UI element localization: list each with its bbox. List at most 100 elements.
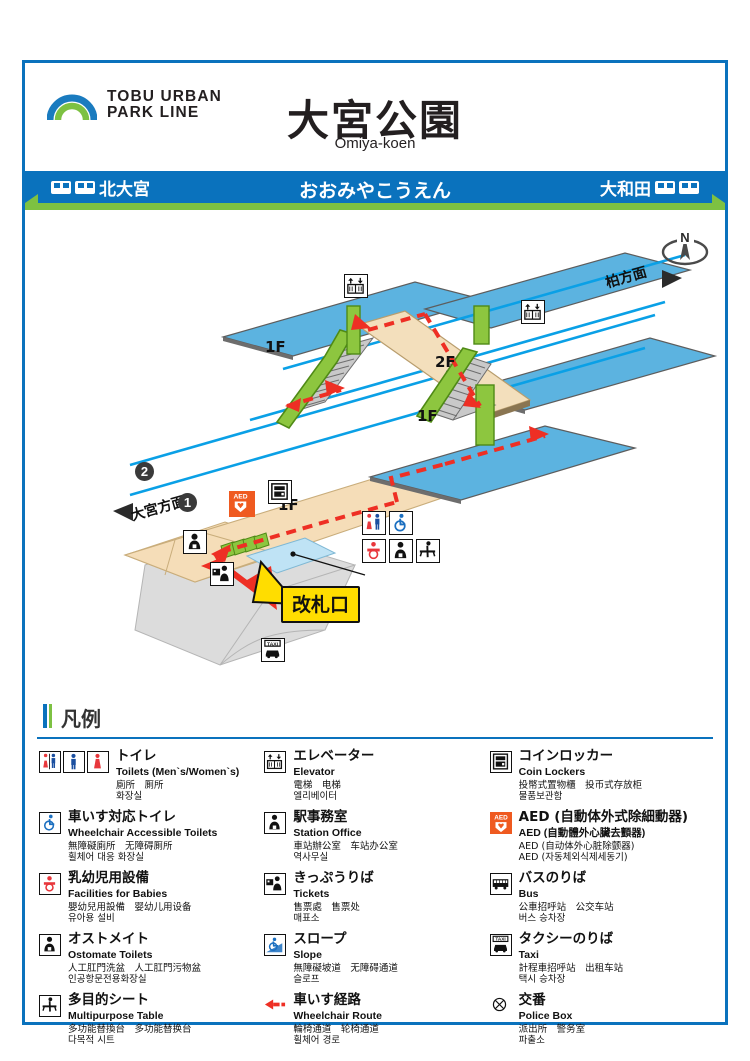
legend-kr: 슬로프 [293, 973, 320, 985]
legend-text: 乳幼児用設備 Facilities for Babies 嬰幼兒用設備 婴幼儿用… [68, 870, 192, 924]
legend-jp: 車いす対応トイレ [68, 809, 176, 825]
train-icon [679, 181, 699, 194]
legend-kr: 파출소 [518, 1034, 545, 1046]
svg-text:AED: AED [233, 494, 247, 501]
legend-icons [39, 932, 61, 956]
legend-jp: コインロッカー [518, 748, 614, 764]
legend-text: 交番 Police Box 派出所 警务室 파출소 [518, 992, 586, 1046]
legend-icons [264, 749, 287, 773]
map-illustration: N [113, 230, 718, 666]
legend-icons: TAXI [489, 932, 512, 956]
legend-item-wheelchair-toilet: 車いす対応トイレ Wheelchair Accessible Toilets 無… [39, 809, 260, 864]
platform-number-2: 2 [135, 462, 154, 481]
legend-cn: 廁所 厠所 [116, 779, 164, 791]
legend-item-baby-facilities: 乳幼児用設備 Facilities for Babies 嬰幼兒用設備 婴幼儿用… [39, 870, 260, 925]
logo-wordmark: TOBU URBAN PARK LINE [107, 88, 222, 122]
green-accent-line [25, 194, 725, 210]
svg-text:TAXI: TAXI [267, 641, 279, 647]
legend-item-bus: バスのりば Bus 公車招呼站 公交车站 버스 승차장 [489, 870, 711, 925]
legend-text: トイレ Toilets (Men`s/Women`s) 廁所 厠所 화장실 [116, 748, 240, 802]
legend-cn: 車站辦公室 车站办公室 [293, 840, 398, 852]
toilets-women-icon [87, 751, 109, 773]
legend-en: Facilities for Babies [68, 887, 168, 900]
legend-text: エレベーター Elevator 電梯 电梯 엘리베이터 [293, 748, 374, 802]
legend-en: Ostomate Toilets [68, 948, 153, 961]
legend-icons [264, 871, 287, 895]
legend-text: 車いす対応トイレ Wheelchair Accessible Toilets 無… [68, 809, 217, 863]
legend-kr: 다목적 시트 [68, 1034, 115, 1046]
legend-icons [489, 871, 512, 895]
legend-text: コインロッカー Coin Lockers 投幣式置物櫃 投币式存放柜 물품보관함 [518, 748, 643, 802]
legend-kr: 휠체어 경로 [293, 1034, 341, 1046]
legend-icons [39, 871, 61, 895]
multipurpose-table-icon [39, 995, 61, 1017]
legend-title: 凡例 [61, 707, 101, 731]
legend-kr: 물품보관함 [518, 790, 563, 802]
ticket-gate-label: 改札口 [281, 586, 361, 623]
legend-cn: 無障礙廁所 无障碍厠所 [68, 840, 173, 852]
legend-item-elevator: エレベーター Elevator 電梯 电梯 엘리베이터 [264, 748, 485, 803]
legend-grid: トイレ Toilets (Men`s/Women`s) 廁所 厠所 화장실 [25, 739, 725, 1053]
legend-kr: 택시 승차장 [518, 973, 566, 985]
legend-text: オストメイト Ostomate Toilets 人工肛門洗盆 人工肛門污物盆 인… [68, 931, 202, 985]
legend-cn: AED (自动体外心脏除颤器) [518, 840, 635, 852]
legend-en: Taxi [518, 948, 539, 961]
wheelchair-route-arrow-icon [264, 995, 286, 1017]
elevator-map-icon-upper [344, 274, 368, 298]
legend-item-ostomate: オストメイト Ostomate Toilets 人工肛門洗盆 人工肛門污物盆 인… [39, 931, 260, 986]
legend-cn: 派出所 警务室 [518, 1023, 586, 1035]
legend-cn: 人工肛門洗盆 人工肛門污物盆 [68, 962, 202, 974]
elevator-icon [264, 751, 287, 773]
legend-en: Coin Lockers [518, 765, 586, 778]
legend-item-slope: スロープ Slope 無障礙坡道 无障碍通道 슬로프 [264, 931, 485, 986]
legend-text: 車いす経路 Wheelchair Route 輪椅通道 轮椅通道 휠체어 경로 [293, 992, 383, 1046]
legend-text: タクシーのりば Taxi 計程車招呼站 出租车站 택시 승차장 [518, 931, 624, 985]
legend-item-police-box: 交番 Police Box 派出所 警务室 파출소 [490, 992, 711, 1047]
legend-en: Bus [518, 887, 539, 900]
bus-icon [489, 873, 512, 895]
legend-icons [39, 810, 61, 834]
legend-text: バスのりば Bus 公車招呼站 公交车站 버스 승차장 [518, 870, 614, 924]
legend-heading: 凡例 [37, 695, 713, 739]
station-layout-map: N N 大宮方面 柏方面 2 1 1F 2F 1F 1F AED [25, 210, 725, 695]
legend-cn: 公車招呼站 公交车站 [518, 901, 614, 913]
legend-text: 多目的シート Multipurpose Table 多功能替換台 多功能替换台 … [68, 992, 192, 1046]
legend-en: Multipurpose Table [68, 1009, 164, 1022]
multipurpose-table-map-icon [416, 539, 440, 563]
taxi-stand-map-icon: TAXI [261, 638, 285, 662]
baby-facility-icon [39, 873, 61, 895]
poster-header: TOBU URBAN PARK LINE 大宮公園 Omiya-koen [25, 63, 725, 152]
poster-frame: TOBU URBAN PARK LINE 大宮公園 Omiya-koen 北大宮… [22, 60, 728, 1046]
station-name-kana: おおみやこうえん [298, 180, 451, 202]
legend-en: Wheelchair Route [293, 1009, 383, 1022]
legend-jp: バスのりば [518, 870, 587, 886]
baby-facility-map-icon [362, 539, 386, 563]
aed-map-icon: AED [229, 491, 255, 517]
legend-text: きっぷうりば Tickets 售票處 售票处 매표소 [293, 870, 373, 924]
taxi-icon: TAXI [489, 934, 512, 956]
toilets-men-icon [63, 751, 85, 773]
tickets-map-icon [210, 562, 234, 586]
legend-icons: AED [489, 810, 512, 834]
train-icon [655, 181, 675, 194]
legend-item-aed: AED AED (自動体外式除細動器) AED (自動體外心臟去顫器) AED … [489, 809, 711, 864]
station-name-romaji: Omiya-koen [334, 135, 416, 152]
legend-en: Slope [293, 948, 322, 961]
legend-kr: 유아용 설비 [68, 912, 115, 924]
legend-jp: 車いす経路 [293, 992, 361, 1008]
legend-icons [39, 749, 109, 773]
legend-kr: 버스 승차장 [518, 912, 566, 924]
legend-kr: 휠체어 대응 화장실 [68, 851, 144, 863]
train-icon [75, 181, 95, 194]
ostomate-icon [39, 934, 61, 956]
legend-cn: 嬰幼兒用設備 婴幼儿用设备 [68, 901, 192, 913]
legend-item-multipurpose-table: 多目的シート Multipurpose Table 多功能替換台 多功能替换台 … [39, 992, 260, 1047]
legend-en: Toilets (Men`s/Women`s) [116, 765, 240, 778]
station-office-icon [264, 812, 287, 834]
legend-kr: AED (자동체외식제세동기) [518, 851, 628, 863]
next-station-label: 大和田 [600, 180, 651, 200]
legend-column-3: コインロッカー Coin Lockers 投幣式置物櫃 投币式存放柜 물품보관함… [489, 748, 711, 1047]
coin-locker-icon [489, 751, 512, 773]
legend-jp: AED (自動体外式除細動器) [518, 809, 689, 825]
floor-label-1f-left: 1F [265, 338, 286, 356]
